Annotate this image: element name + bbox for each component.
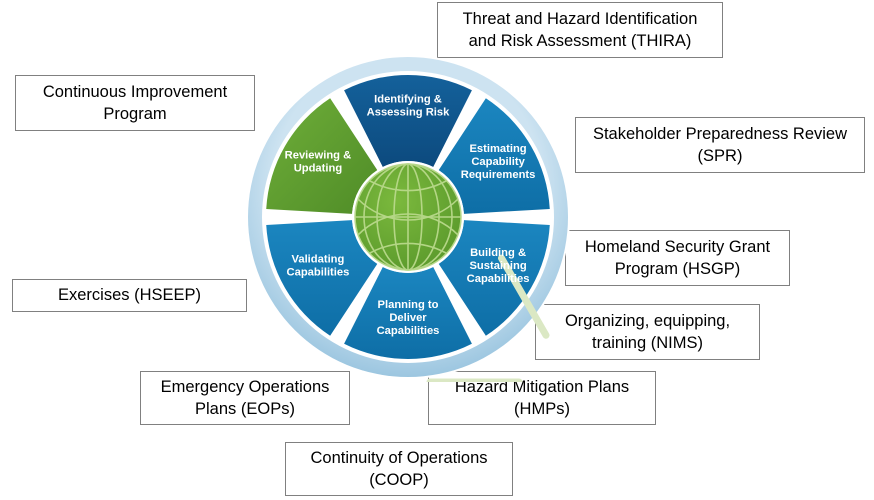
callout-line: training (NIMS) xyxy=(592,334,703,352)
callout-text: Organizing, equipping, training (NIMS) xyxy=(565,310,730,355)
segment-label-line: Reviewing & xyxy=(285,150,352,162)
segment-label-line: Validating xyxy=(292,254,345,266)
globe-icon xyxy=(352,161,464,273)
callout-line: and Risk Assessment (THIRA) xyxy=(468,32,692,50)
callout-line: (HMPs) xyxy=(514,400,570,418)
segment-label-identifying-assessing-risk: Identifying &Assessing Risk xyxy=(367,94,450,119)
callout-line: Program xyxy=(103,105,167,123)
callout-line: Threat and Hazard Identification xyxy=(462,9,698,28)
segment-building-sustaining-capabilities xyxy=(438,220,550,336)
segment-label-line: Estimating xyxy=(469,143,526,155)
callout-text: Exercises (HSEEP) xyxy=(58,284,201,306)
segment-validating-capabilities xyxy=(266,220,378,336)
segment-reviewing-updating xyxy=(266,98,378,214)
segment-label-line: Sustaining xyxy=(469,260,526,272)
callout-line: (SPR) xyxy=(697,147,743,165)
segment-label-line: Capability xyxy=(471,156,525,168)
segment-estimating-capability-requirements xyxy=(438,98,550,214)
callout-text: Threat and Hazard Identification and Risk… xyxy=(463,8,698,53)
callout-line: Plans (EOPs) xyxy=(195,400,295,418)
segment-label-line: Identifying & xyxy=(374,94,442,106)
segment-identifying-assessing-risk xyxy=(344,75,472,167)
callout-text: Hazard Mitigation Plans (HMPs) xyxy=(455,376,629,421)
segment-label-reviewing-updating: Reviewing &Updating xyxy=(285,150,352,175)
callout-line: Continuous Improvement xyxy=(42,82,228,101)
callout-exercises-hseep: Exercises (HSEEP) xyxy=(12,279,247,312)
callout-line: Continuity of Operations xyxy=(310,448,488,467)
callout-line: Emergency Operations xyxy=(160,377,330,396)
segment-label-line: Planning to xyxy=(378,299,439,311)
segment-label-line: Building & xyxy=(470,247,526,259)
callout-line: Stakeholder Preparedness Review xyxy=(592,124,848,143)
callout-text: Stakeholder Preparedness Review (SPR) xyxy=(593,123,847,168)
segment-group xyxy=(266,75,550,359)
segment-divider xyxy=(498,254,550,339)
callout-line: Homeland Security Grant xyxy=(584,237,771,256)
segment-label-line: Capabilities xyxy=(377,325,440,337)
callout-line: Hazard Mitigation Plans xyxy=(454,377,630,396)
segment-planning-to-deliver-capabilities xyxy=(344,267,472,359)
callout-spr: Stakeholder Preparedness Review (SPR) xyxy=(575,117,865,173)
segment-label-line: Capabilities xyxy=(287,267,350,279)
callout-line: Exercises (HSEEP) xyxy=(57,286,202,305)
callout-organizing-equipping-training: Organizing, equipping, training (NIMS) xyxy=(535,304,760,360)
segment-label-line: Requirements xyxy=(461,169,536,181)
callout-thira: Threat and Hazard Identification and Risk… xyxy=(437,2,723,58)
segment-label-line: Assessing Risk xyxy=(367,107,450,119)
spoke-group xyxy=(426,254,550,382)
callout-text: Continuity of Operations (COOP) xyxy=(310,447,487,492)
callout-line: Organizing, equipping, xyxy=(564,311,731,330)
callout-line: (COOP) xyxy=(369,471,429,489)
callout-line: Program (HSGP) xyxy=(614,260,741,278)
segment-label-line: Updating xyxy=(294,163,343,175)
cycle-svg: Whole Community National Incident Manage… xyxy=(243,52,570,382)
segment-label-line: Capabilities xyxy=(467,273,530,285)
segment-label-line: Deliver xyxy=(389,312,427,324)
callout-coop: Continuity of Operations (COOP) xyxy=(285,442,513,496)
preparedness-cycle-diagram: Whole Community National Incident Manage… xyxy=(243,52,573,382)
